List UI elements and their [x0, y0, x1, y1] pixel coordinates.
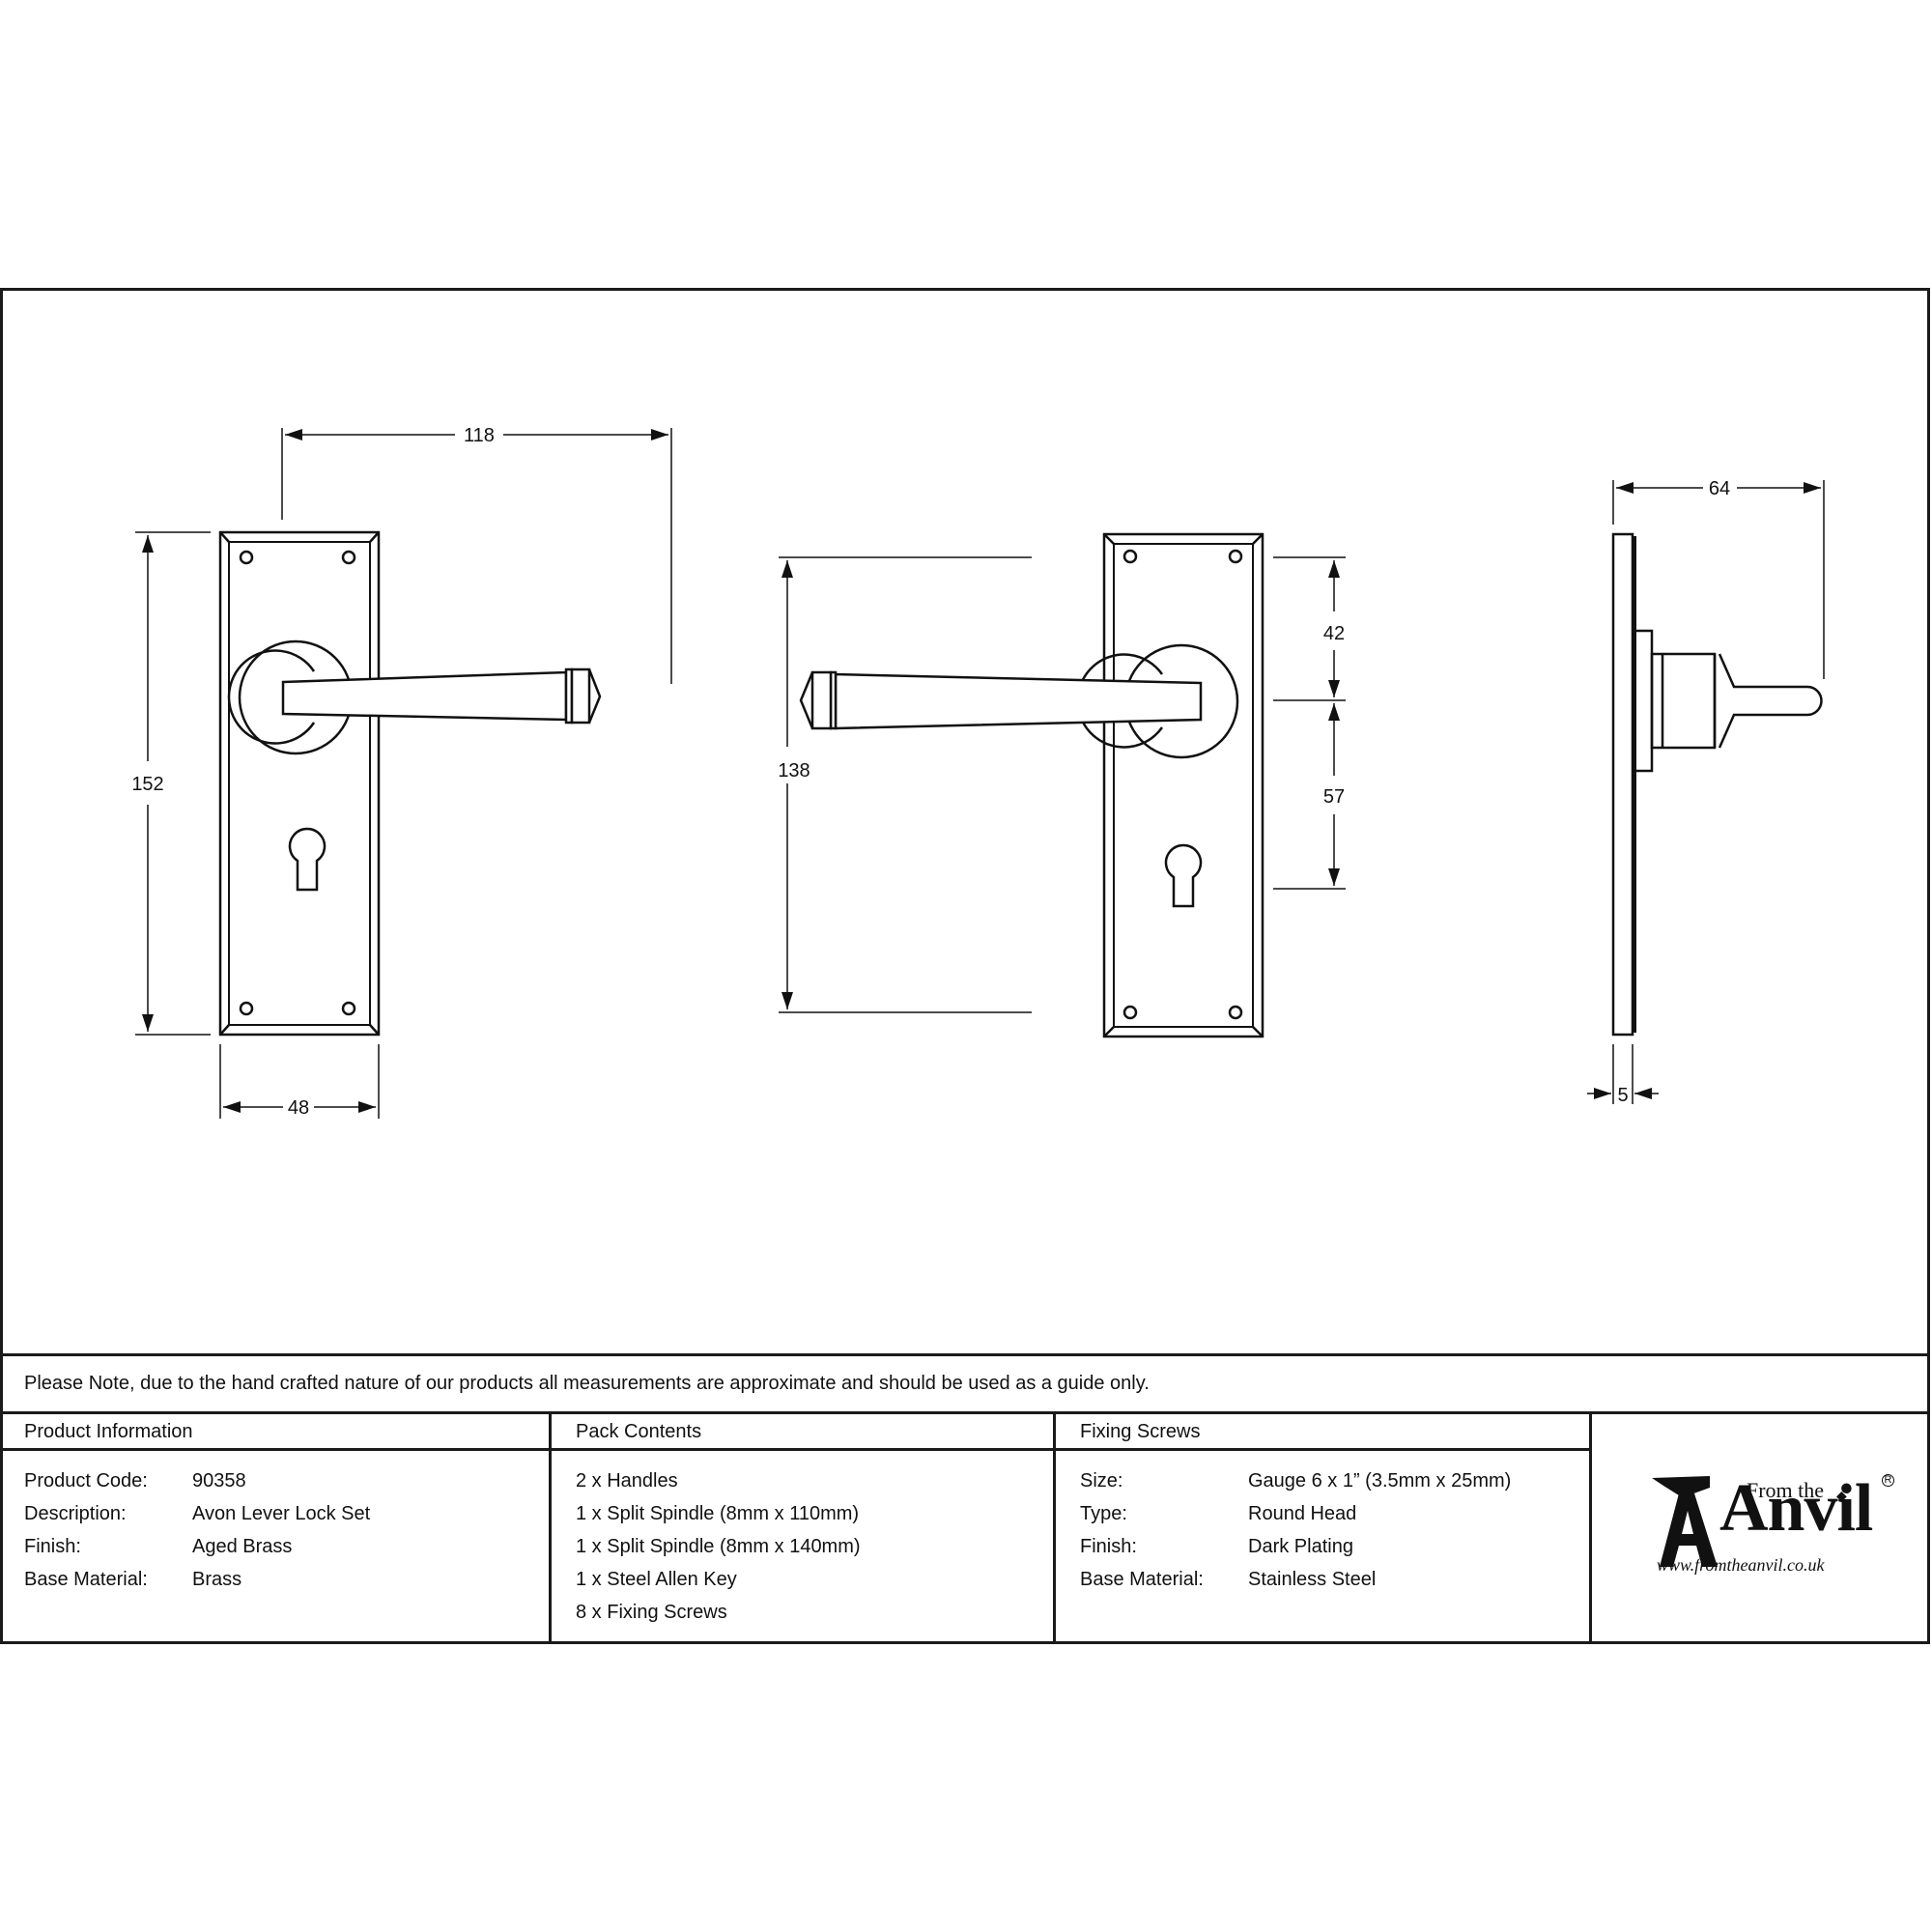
section-heading: Fixing Screws	[1056, 1414, 1591, 1451]
back-backplate	[1102, 532, 1264, 1038]
registered-mark: R	[1882, 1474, 1894, 1487]
spec-label: Base Material:	[1080, 1569, 1204, 1590]
spec-row: Base Material: Stainless Steel	[1080, 1563, 1591, 1596]
spec-value: 90358	[192, 1470, 246, 1492]
dim-fixing-centres: 138	[778, 760, 810, 781]
list-item: 1 x Steel Allen Key	[576, 1569, 737, 1590]
spec-table: Product Information Product Code: 90358 D…	[0, 1411, 1930, 1647]
spec-row: Product Code: 90358	[24, 1464, 551, 1497]
spec-value: Brass	[192, 1569, 242, 1590]
spec-row: Base Material: Brass	[24, 1563, 551, 1596]
spec-label: Base Material:	[24, 1569, 148, 1590]
spec-value: Round Head	[1248, 1503, 1357, 1524]
pack-contents-section: Pack Contents 2 x Handles 1 x Split Spin…	[552, 1414, 1054, 1644]
dim-lever-projection: 118	[464, 425, 495, 446]
dim-spindle-to-keyhole: 57	[1323, 786, 1345, 808]
spec-row: Finish: Aged Brass	[24, 1530, 551, 1563]
fixing-screws-section: Fixing Screws Size: Gauge 6 x 1” (3.5mm x…	[1056, 1414, 1591, 1644]
spec-value: Gauge 6 x 1” (3.5mm x 25mm)	[1248, 1470, 1512, 1492]
anvil-icon	[1652, 1476, 1718, 1567]
diamond-icon: ◆	[1836, 1488, 1847, 1503]
drawing-sheet: 118 152 48 138 42 57 64 5	[0, 288, 1930, 1644]
spec-value: Dark Plating	[1248, 1536, 1353, 1557]
spec-label: Type:	[1080, 1503, 1127, 1524]
list-item: 1 x Split Spindle (8mm x 110mm)	[576, 1503, 860, 1524]
section-heading: Product Information	[0, 1414, 551, 1451]
dim-side-projection: 64	[1709, 478, 1730, 499]
spec-label: Finish:	[24, 1536, 81, 1557]
side-profile	[1611, 532, 1823, 1037]
brand-logo: Anvil From the ◆ R www.fromtheanvil.co.u…	[1592, 1414, 1930, 1644]
dim-plate-thickness: 5	[1617, 1085, 1628, 1106]
spec-value: Aged Brass	[192, 1536, 293, 1557]
spec-row: Size: Gauge 6 x 1” (3.5mm x 25mm)	[1080, 1464, 1591, 1497]
spec-row: Description: Avon Lever Lock Set	[24, 1497, 551, 1530]
spec-label: Size:	[1080, 1470, 1123, 1492]
spec-label: Product Code:	[24, 1470, 148, 1492]
brand-name: Anvil	[1719, 1471, 1873, 1546]
measurement-note: Please Note, due to the hand crafted nat…	[0, 1353, 1930, 1411]
spec-label: Description:	[24, 1503, 127, 1524]
spec-row: Type: Round Head	[1080, 1497, 1591, 1530]
brand-url: www.fromtheanvil.co.uk	[1657, 1555, 1825, 1575]
spec-label: Finish:	[1080, 1536, 1137, 1557]
spec-row: Finish: Dark Plating	[1080, 1530, 1591, 1563]
spec-value: Stainless Steel	[1248, 1569, 1377, 1590]
product-information-section: Product Information Product Code: 90358 D…	[0, 1414, 551, 1644]
dim-plate-width: 48	[288, 1097, 309, 1119]
dim-top-to-spindle: 42	[1323, 623, 1345, 644]
front-backplate	[218, 530, 381, 1037]
spec-value: Avon Lever Lock Set	[192, 1503, 371, 1524]
list-item: 1 x Split Spindle (8mm x 140mm)	[576, 1536, 861, 1557]
section-heading: Pack Contents	[552, 1414, 1054, 1451]
divider	[1589, 1414, 1592, 1644]
brand-prefix: From the	[1747, 1478, 1825, 1502]
dim-plate-height: 152	[131, 774, 163, 795]
divider	[1053, 1414, 1056, 1644]
list-item: 8 x Fixing Screws	[576, 1602, 727, 1623]
list-item: 2 x Handles	[576, 1470, 678, 1492]
divider	[549, 1414, 552, 1644]
technical-drawing: 118 152 48 138 42 57 64 5	[131, 425, 1825, 1119]
